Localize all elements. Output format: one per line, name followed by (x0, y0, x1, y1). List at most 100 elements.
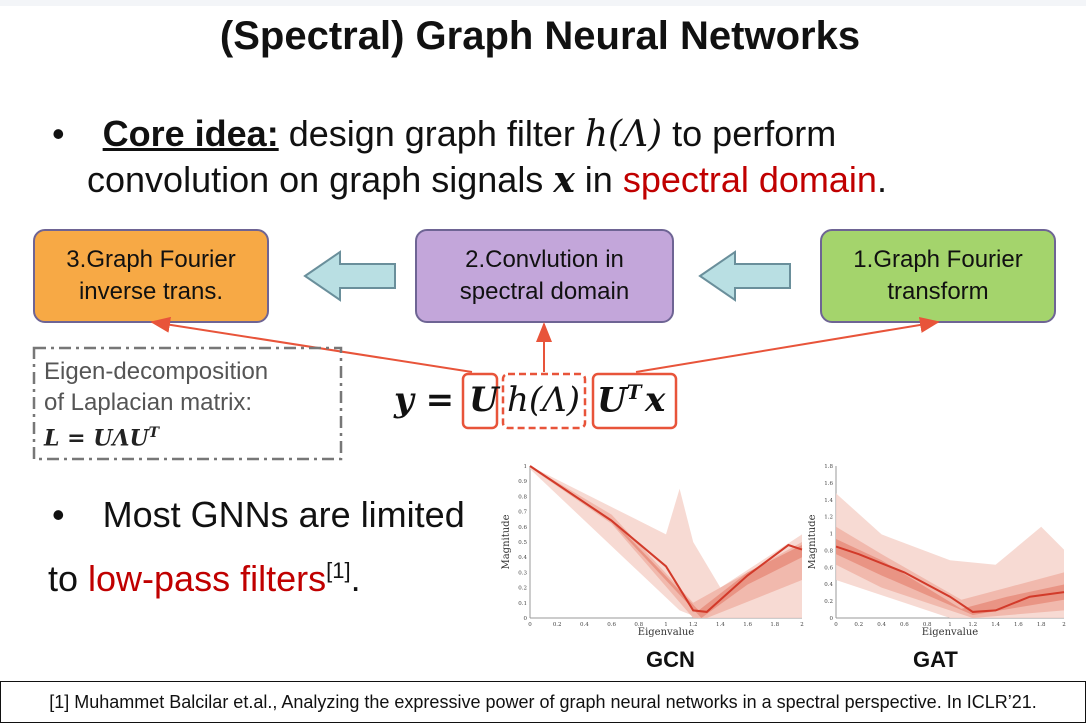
x-tick-label: 1.6 (743, 622, 752, 628)
mean-response-line (529, 465, 803, 613)
x-tick-label: 0.6 (900, 622, 909, 628)
gat-plot-label: GAT (913, 647, 958, 672)
laplacian-formula: L = UΛUT (44, 425, 160, 452)
bullet-dot-2: • (52, 494, 65, 535)
gnn-limited-text: Most GNNs are limited (102, 494, 465, 535)
y-tick-label: 1.4 (824, 498, 833, 504)
x-tick-label: 1.2 (968, 622, 977, 628)
eq-u: U (469, 380, 499, 420)
flow-arrow-left-2 (698, 250, 791, 302)
y-tick-label: 1 (524, 464, 528, 470)
y-tick-label: 0.2 (824, 599, 833, 605)
x-tick-label: 0.4 (580, 622, 589, 628)
connector-ut-to-transform (635, 317, 940, 373)
y-tick-label: 0.7 (518, 510, 527, 516)
flow-arrow-left-1 (303, 250, 396, 302)
spectral-domain-highlight: spectral domain (622, 159, 877, 200)
y-tick-label: 0.4 (824, 582, 833, 588)
note-line2: of Laplacian matrix: (44, 389, 253, 416)
y-tick-label: 1.2 (824, 515, 833, 521)
y-tick-label: 0.1 (518, 601, 527, 607)
core-idea-line2-end: . (876, 159, 887, 200)
y-tick-label: 0 (830, 616, 834, 622)
u-highlight-box (461, 372, 499, 430)
x-tick-label: 1 (664, 622, 668, 628)
x-tick-label: 0.2 (553, 622, 562, 628)
footer-citation: [1] Muhammet Balcilar et.al., Analyzing … (0, 681, 1086, 723)
core-idea-line2-a: convolution on graph signals (87, 159, 554, 200)
eq-h: h(Λ) (507, 380, 580, 420)
x-tick-label: 1.4 (716, 622, 725, 628)
x-tick-label: 1.4 (991, 622, 1000, 628)
y-tick-label: 0 (524, 616, 528, 622)
eq-x: x (645, 380, 666, 420)
filter-equation: y = (394, 380, 454, 420)
laplacian-formula-text: L = UΛU (44, 425, 149, 452)
y-axis-label: Magnitude (808, 514, 818, 569)
x-tick-label: 2 (1062, 622, 1066, 628)
x-tick-label: 1.8 (770, 622, 779, 628)
y-tick-label: 0.2 (518, 586, 527, 592)
box2-line2: spectral domain (459, 278, 630, 305)
eq-ut: UT (597, 380, 642, 421)
x-axis-label: Eigenvalue (638, 627, 695, 638)
core-idea-text-b: to perform (662, 113, 837, 154)
x-tick-label: 0 (528, 622, 532, 628)
bullet-gnn-line1: • Most GNNs are limited (52, 492, 465, 538)
x-axis-label: Eigenvalue (922, 627, 979, 638)
x-tick-label: 1 (948, 622, 952, 628)
low-pass-highlight: low-pass filters (88, 558, 327, 599)
y-tick-label: 0.9 (518, 479, 527, 485)
note-dashed-box (32, 346, 343, 461)
core-idea-label: Core idea: (102, 113, 279, 154)
y-tick-label: 1.8 (824, 464, 833, 470)
box3-line2: inverse trans. (78, 278, 224, 305)
box-inverse-transform: 3.Graph Fourier inverse trans. (33, 229, 269, 323)
y-tick-label: 0.4 (518, 555, 527, 561)
y-tick-label: 0.6 (824, 565, 833, 571)
x-tick-label: 2 (800, 622, 804, 628)
ut-highlight-box (591, 372, 678, 430)
gcn-plot-label: GCN (646, 647, 695, 672)
y-tick-label: 1.6 (824, 481, 833, 487)
eq-ut-text: U (597, 380, 627, 421)
top-strip (0, 0, 1086, 6)
eq-lhs: y = (394, 380, 455, 420)
x-tick-label: 0.8 (923, 622, 932, 628)
gnn-end: . (350, 558, 361, 599)
y-tick-label: 1 (830, 532, 834, 538)
x-tick-label: 0.4 (877, 622, 886, 628)
gnn-prefix: to (48, 558, 89, 599)
bullet-core-idea-line2: convolution on graph signals x in spectr… (87, 157, 887, 203)
box3-line1: 3.Graph Fourier (66, 246, 236, 273)
eigen-note: Eigen-decomposition of Laplacian matrix:… (44, 356, 268, 454)
y-tick-label: 0.6 (518, 525, 527, 531)
x-tick-label: 0.8 (634, 622, 643, 628)
h-highlight-box (501, 372, 587, 430)
signal-symbol: x (553, 159, 575, 201)
bullet-gnn-line2: to low-pass filters[1]. (48, 548, 361, 602)
y-tick-label: 0.8 (824, 548, 833, 554)
x-tick-label: 1.6 (1014, 622, 1023, 628)
box1-line1: 1.Graph Fourier (853, 246, 1023, 273)
x-tick-label: 1.2 (689, 622, 698, 628)
mean-response-line (835, 545, 1065, 613)
response-band (530, 466, 802, 618)
gat-response-plot: 0 0.2 0.4 0.6 0.8 1 1.2 1.4 1.6 1.8 2 0 0.2 0.4 0.6 0.8… (808, 464, 1066, 638)
bullet-dot: • (52, 113, 65, 154)
y-tick-label: 0.5 (518, 540, 527, 546)
core-idea-line2-b: in (574, 159, 623, 200)
note-line1: Eigen-decomposition (44, 358, 269, 385)
x-tick-label: 0 (834, 622, 838, 628)
x-tick-label: 0.6 (607, 622, 616, 628)
response-band (836, 526, 1064, 618)
slide-title: (Spectral) Graph Neural Networks (219, 14, 861, 58)
core-idea-text-a: design graph filter (278, 113, 585, 154)
filter-symbol: h(Λ) (584, 114, 663, 155)
x-tick-label: 0.2 (854, 622, 863, 628)
bullet-core-idea-line1: • Core idea: design graph filter h(Λ) to… (52, 111, 836, 158)
